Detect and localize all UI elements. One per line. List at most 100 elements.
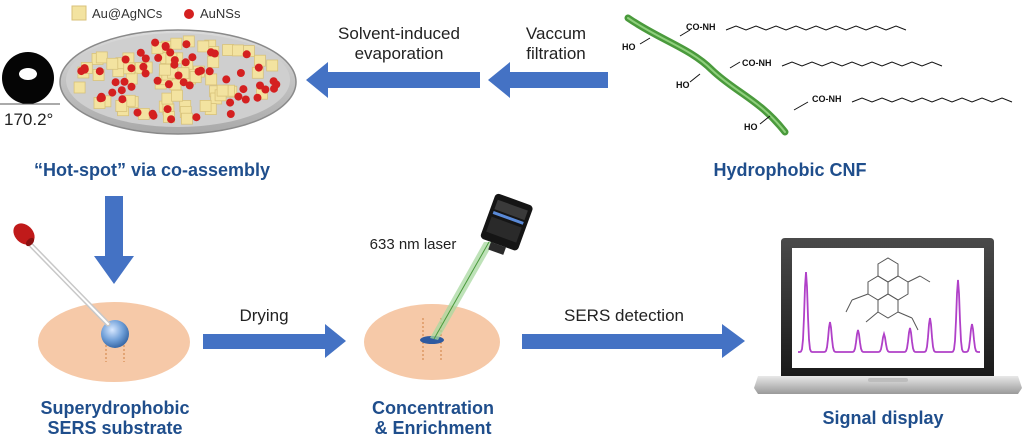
chem-label-co-nh-2: CO-NH — [742, 58, 772, 68]
legend-sphere-marker — [184, 9, 194, 19]
nanosphere — [270, 84, 278, 93]
nanosphere — [234, 92, 243, 101]
step-sers-detection: SERS detection — [563, 306, 684, 325]
nanosphere — [120, 77, 129, 86]
nanosphere — [108, 88, 117, 97]
nanosphere — [222, 75, 231, 84]
nanosphere — [95, 67, 104, 76]
nanosphere — [80, 64, 89, 73]
nanosphere — [153, 76, 162, 85]
chem-label-co-nh-3: CO-NH — [812, 94, 842, 104]
nanocube — [171, 89, 183, 102]
nanosphere — [167, 115, 176, 124]
step-drying: Drying — [239, 306, 289, 325]
enrichment-substrate — [364, 304, 500, 380]
water-droplet — [101, 320, 129, 348]
nanocube — [222, 44, 235, 56]
chem-label-ho-2: HO — [676, 80, 690, 90]
nanocube — [95, 51, 108, 64]
nanosphere — [188, 53, 197, 62]
nanocube — [216, 84, 229, 97]
nanocube — [197, 40, 210, 53]
caption-substrate-line2: SERS substrate — [47, 418, 183, 438]
caption-cnf: Hydrophobic CNF — [713, 160, 867, 180]
nanosphere — [181, 58, 190, 67]
chem-label-ho-1: HO — [622, 42, 636, 52]
nanosphere — [111, 78, 120, 87]
nanosphere — [164, 80, 173, 89]
nanosphere — [241, 95, 250, 104]
nanosphere — [97, 92, 106, 101]
nanosphere — [269, 77, 278, 86]
nanosphere — [154, 53, 163, 62]
nanosphere — [141, 69, 150, 78]
caption-enrich-line1: Concentration — [371, 398, 494, 418]
nanocube — [266, 59, 279, 72]
nanosphere — [205, 67, 214, 76]
nanosphere — [185, 81, 194, 90]
arrow-evaporation — [306, 62, 480, 98]
nanosphere — [174, 71, 183, 80]
nanocube — [73, 81, 86, 94]
chem-label-co-nh-1: CO-NH — [686, 22, 716, 32]
nanosphere — [127, 64, 136, 73]
nanocube — [180, 112, 193, 125]
nanosphere — [236, 69, 245, 77]
nanocube — [205, 73, 218, 86]
cnf-molecule — [624, 14, 1013, 136]
nanosphere — [148, 109, 157, 118]
caption-enrich-line2: & Enrichment — [374, 418, 492, 438]
step-filtration-line2: filtration — [526, 44, 586, 63]
nanosphere — [239, 85, 248, 94]
nanocube — [170, 37, 183, 50]
nanocube — [158, 63, 171, 76]
step-filtration-line1: Vaccum — [525, 24, 587, 43]
nanosphere — [242, 50, 251, 59]
nanosphere — [151, 38, 160, 47]
contact-angle-value: 170.2° — [4, 110, 54, 129]
laser-label: 633 nm laser — [369, 236, 457, 253]
nanocube — [106, 57, 119, 70]
nanosphere — [253, 93, 262, 102]
nanosphere — [261, 85, 270, 94]
nanosphere — [127, 82, 136, 91]
nanosphere — [179, 78, 188, 87]
arrow-drying — [203, 324, 346, 358]
laser-objective-icon — [480, 193, 533, 255]
nanosphere — [226, 98, 235, 107]
nanosphere — [118, 95, 127, 104]
caption-signal: Signal display — [822, 408, 944, 428]
raman-spectrum — [798, 271, 980, 353]
superhydrophobic-substrate — [38, 302, 190, 382]
nanosphere — [163, 105, 172, 114]
nanocube — [207, 56, 220, 68]
hotspot-plate — [59, 29, 297, 135]
nanoparticle-layer — [73, 35, 281, 125]
laptop-icon — [754, 238, 1022, 394]
legend-cube-label: Au@AgNCs — [92, 6, 163, 21]
nanosphere — [161, 42, 170, 51]
nanosphere — [182, 40, 191, 49]
analyte-molecule — [845, 257, 931, 331]
nanosphere — [133, 108, 142, 117]
laptop-screen — [792, 248, 984, 368]
arrow-sers — [522, 324, 745, 358]
nanosphere — [139, 62, 148, 71]
arrow-down — [94, 196, 134, 284]
chem-label-ho-3: HO — [744, 122, 758, 132]
arrow-filtration — [488, 62, 608, 98]
contact-angle-droplet — [0, 52, 60, 105]
caption-hotspot: “Hot-spot” via co-assembly — [33, 160, 271, 180]
nanocube — [231, 44, 244, 57]
nanosphere — [121, 55, 130, 64]
step-evaporation-line1: Solvent-induced — [338, 24, 460, 43]
nanosphere — [170, 60, 179, 69]
laser-beam — [430, 241, 494, 340]
nanosphere — [254, 63, 263, 72]
nanosphere — [196, 66, 205, 75]
step-evaporation-line2: evaporation — [354, 44, 444, 63]
nanocube — [199, 100, 212, 112]
nanosphere — [117, 86, 126, 95]
